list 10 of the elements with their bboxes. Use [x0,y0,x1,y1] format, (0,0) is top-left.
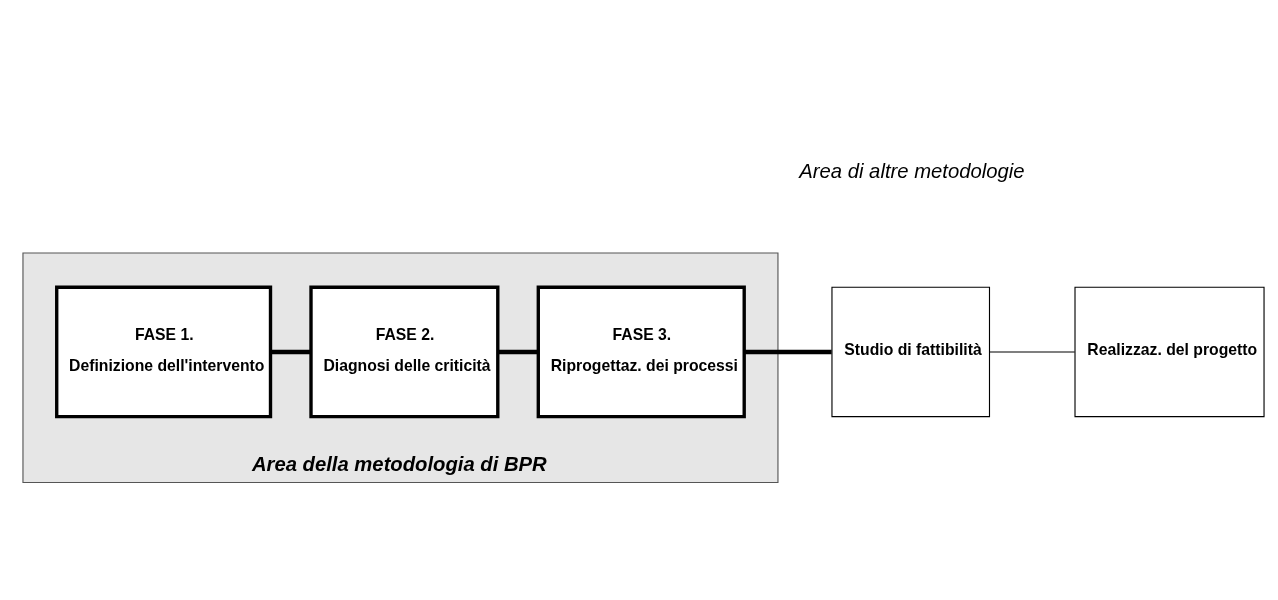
node-box: FASE 1. Definizione dell'intervento [55,285,273,418]
connector [744,349,832,354]
connector [270,349,311,354]
node-box: Studio di fattibilità [831,286,991,417]
connector [497,349,539,354]
node-box: Realizzaz. del progetto [1074,286,1265,417]
node-box: FASE 3. Riprogettaz. dei processi [536,285,746,418]
connector [988,350,1076,353]
label: Area di altre metodologie [799,159,1025,182]
node-box: FASE 2. Diagnosi delle criticità [309,285,500,418]
